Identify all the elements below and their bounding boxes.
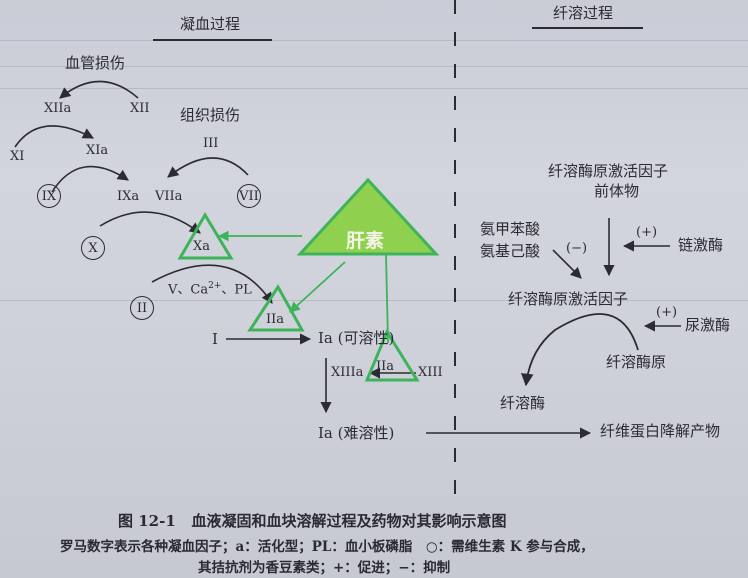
- cofactors-label: V、Ca2+、PL: [168, 281, 252, 298]
- streptokinase-label: 链激酶: [678, 236, 724, 254]
- fibrinolysis-header: 纤溶过程: [553, 4, 614, 22]
- background-rule: [0, 88, 748, 89]
- factor-IXa: IXa: [117, 189, 140, 204]
- factor-XIIIa: XIIIa: [331, 365, 364, 380]
- factor-X-circle: X: [81, 236, 105, 260]
- factor-IIa-2: IIa: [376, 359, 395, 374]
- coagulation-header: 凝血过程: [180, 15, 241, 33]
- figure-number: 图 12-1: [118, 512, 176, 530]
- plasminogen-activator-label: 纤溶酶原激活因子: [508, 290, 629, 308]
- factor-IX: IX: [41, 188, 57, 204]
- background-rule: [0, 40, 748, 41]
- vessel-injury-label: 血管损伤: [65, 54, 126, 72]
- figure-title: 血液凝固和血块溶解过程及药物对其影响示意图: [191, 512, 507, 530]
- figure-note-line1: 罗马数字表示各种凝血因子；a：活化型；PL：血小板磷脂 ○：需维生素 K 参与合…: [60, 539, 594, 555]
- factor-VII: VII: [239, 188, 259, 204]
- factor-VII-circle: VII: [237, 184, 261, 208]
- arrow-inhibitors: [552, 249, 582, 279]
- promote-sign-urokinase: (+): [656, 305, 678, 320]
- fibrin-degradation-products-label: 纤维蛋白降解产物: [600, 422, 721, 440]
- arrow-XII-to-XIIa: [59, 80, 139, 99]
- cofactors-tail: 、PL: [221, 282, 252, 298]
- activator-precursor-line2: 前体物: [594, 182, 640, 200]
- activator-precursor-line1: 纤溶酶原激活因子: [548, 162, 669, 180]
- background-rule: [0, 300, 748, 301]
- heparin-triangle: [296, 177, 440, 256]
- arrow-II-to-IIa: [151, 264, 273, 304]
- heparin-target-IIa-2-triangle: [364, 328, 420, 382]
- arrow-XI-to-XIa: [14, 125, 94, 148]
- factor-Xa: Xa: [193, 239, 211, 254]
- factor-Ia-insoluble: Ia (难溶性): [318, 424, 395, 442]
- heparin-to-IIa-line: [289, 261, 346, 313]
- tissue-injury-label: 组织损伤: [180, 106, 241, 124]
- factor-VIIa: VIIa: [155, 189, 183, 204]
- plasmin-label: 纤溶酶: [500, 394, 546, 412]
- promote-sign-streptokinase: (+): [636, 225, 658, 240]
- factor-XIa: XIa: [86, 143, 109, 158]
- factor-X: X: [88, 240, 98, 256]
- arrow-X-to-Xa: [99, 211, 201, 234]
- arrow-VII-to-VIIa: [167, 157, 249, 178]
- cofactors-sup: 2+: [208, 281, 222, 291]
- factor-XII: XII: [130, 101, 150, 116]
- factor-XIIa: XIIa: [44, 101, 72, 116]
- figure-note-line2: 其拮抗剂为香豆素类；+：促进；−：抑制: [198, 560, 451, 576]
- heparin-to-IIa-2-line: [385, 253, 389, 344]
- factor-I: I: [212, 330, 218, 348]
- figure-caption-title: 图 12-1 血液凝固和血块溶解过程及药物对其影响示意图: [118, 510, 506, 531]
- factor-III: III: [203, 136, 219, 151]
- factor-IIa: IIa: [266, 312, 285, 327]
- arrow-plasminogen-to-plasmin: [521, 313, 639, 387]
- factor-Ia-soluble: Ia (可溶性): [318, 329, 395, 347]
- background-rule: [0, 66, 748, 67]
- heparin-label: 肝素: [346, 230, 385, 252]
- inhibitor-aminocaproic-acid: 氨基己酸: [480, 242, 541, 260]
- inhibitor-aminomethylbenzoic-acid: 氨甲苯酸: [480, 220, 541, 238]
- inhibit-sign: (−): [566, 241, 588, 256]
- factor-II-circle: II: [130, 296, 154, 320]
- factor-XIII: XIII: [418, 365, 443, 380]
- cofactors-text: V、Ca: [168, 282, 209, 298]
- urokinase-label: 尿激酶: [685, 316, 731, 334]
- arrow-IX-to-IXa: [51, 165, 129, 193]
- factor-II: II: [136, 300, 148, 316]
- plasminogen-label: 纤溶酶原: [606, 353, 667, 371]
- factor-XI: XI: [10, 149, 25, 164]
- factor-IX-circle: IX: [37, 184, 61, 208]
